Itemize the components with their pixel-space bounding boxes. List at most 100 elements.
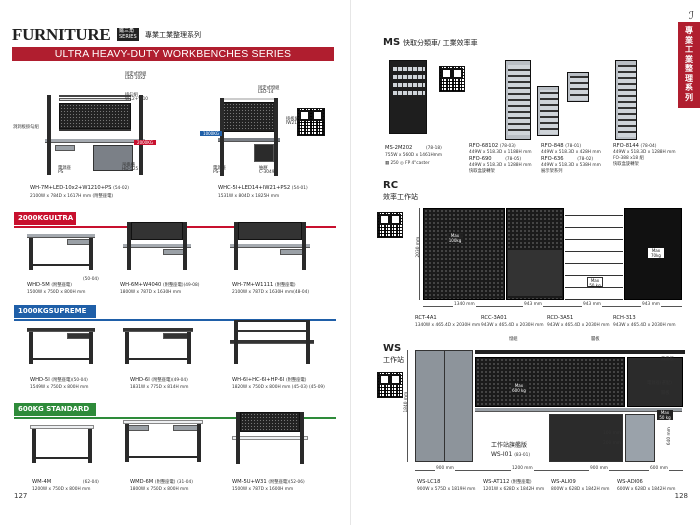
qr-code-ms (439, 66, 465, 92)
ws-height-line (407, 350, 408, 462)
rfo-8144-spec: 449W x 518.3D x 1288H mm (613, 150, 676, 155)
ws-load-1: Max 600 kg (511, 383, 527, 393)
wh-6m-model: WH-6M+W4040 (附整座電)(49-08) (120, 282, 200, 288)
callout-ps2: 電源座 PS-2 (213, 166, 226, 176)
ws-at112-spec: 1201W x 628D x 1842H mm (483, 487, 545, 492)
ws-width-line (415, 470, 683, 471)
section-1000kg-badge: 1000KGSUPREME (14, 305, 336, 321)
rfo-8144-model: RFO-8144 (78-04) (613, 143, 657, 149)
rc-title: RC (383, 180, 399, 191)
qr-code-rc (377, 212, 403, 238)
rfo-690-model: RFO-690 (78-05) (469, 156, 522, 162)
callout-led: 固定式燈組 LED 10x2 (125, 72, 147, 82)
ws-ali09-spec: 800W x 628D x 1842H mm (551, 487, 610, 492)
rc-width-line (423, 306, 682, 307)
ws-flag-model: WS-I01 (83-01) (491, 451, 531, 458)
rfo-68102-rack (505, 60, 531, 140)
rfo-636-spec: 449W x 518.3D x 538H mm (541, 163, 601, 168)
wh-7m-model: WH-7M+W1111 (附整座電) (232, 282, 296, 288)
wh-6i-spec: 1820W x 750D x 800H mm (45-03) (45-09) (232, 385, 325, 390)
ws-label-shelf: 層板 (661, 391, 670, 396)
wm-4m-model: WM-4M (62-04) (32, 479, 99, 485)
rcd-3a51-model: RCD-3A51 (547, 315, 574, 321)
rc-width-4: 943 mm (641, 302, 661, 308)
hero2-model: WHC-5I+LED14+IW21+PS2 (54-01) (218, 185, 308, 191)
rfo-690-note: 快取盒旋轉架 (469, 169, 495, 174)
section-600kg-badge: 600KG STANDARD (14, 403, 336, 419)
rfo-68102-model: RFO-68102 (78-03) (469, 143, 516, 149)
callout-ps: 電源座 PS (58, 166, 71, 176)
ws-top-rail (475, 350, 685, 354)
rcd-3a51-spec: 943W x 465.4D x 2030H mm (547, 323, 610, 328)
ws-load-2: Max 50 kg (657, 410, 673, 420)
wmd-6m-spec: 1800W x 750D x 800H mm (130, 487, 189, 492)
bench-whd-6i (123, 328, 193, 368)
rc-load-2: Max 50 kg (587, 277, 603, 288)
rfo-8144-rack (615, 60, 637, 140)
series-cn: 專業工業整理系列 (145, 31, 201, 39)
page-number-left: 127 (14, 492, 28, 500)
whd-5m-code: (50-04) (83, 277, 99, 282)
ws-lc18-spec: 900W x 575D x 1819H mm (417, 487, 476, 492)
rcc-3a01-model: RCC-3A01 (481, 315, 507, 321)
callout-drawer: 抽屜 C-3049 (259, 166, 275, 176)
rct-4a1-model: RCT-4A1 (415, 315, 437, 321)
bench-wh-6m (123, 222, 191, 274)
rc-width-2: 943 mm (523, 302, 543, 308)
ws-mid-dim: 100 mm (603, 431, 621, 436)
ms-2m202-model: MS-2M202 (78-18) (385, 145, 442, 151)
rfo-636-rack (567, 72, 589, 102)
ws-label-panel: 層板 (591, 337, 600, 342)
ws-mid-dim2: 200 mm (603, 441, 621, 446)
whd-5i-model: WHD-5I (附整座電)(50-04) (30, 377, 88, 383)
page-number-right: 128 (674, 492, 688, 500)
rfo-636-note: 展示架系列 (541, 169, 563, 174)
ws-height: 1840 mm (404, 391, 410, 413)
hero1-model: WH-7M+LED-10x2+W1210+PS (54-02) (30, 185, 129, 191)
whd-5m-model: WHD-5M (附整座電) (27, 282, 72, 288)
bench-wh-6i (230, 320, 314, 368)
rfo-690-spec: 449W x 518.3D x 1288H mm (469, 163, 532, 168)
ws-adi06-spec: 600W x 628D x 1842H mm (617, 487, 676, 492)
load-badge-2000: 2000KG (134, 140, 156, 145)
rfo-848-spec: 449W x 518.3D x 428H mm (541, 150, 601, 155)
ws-height2: 640 mm (666, 427, 672, 446)
callout-iw: 掛板組 IW21 (286, 117, 299, 127)
ms-title: MS (383, 37, 401, 48)
ws-ali09-model: WS-ALI09 (551, 479, 576, 485)
ws-flag-title: 工作站旗艦版 (491, 442, 528, 449)
rc-cabinet (508, 250, 562, 296)
rc-subtitle: 效率工作站 (383, 193, 418, 201)
hero-bench-1 (45, 95, 145, 185)
whd-5i-spec: 1549W x 750D x 800H mm (30, 385, 89, 390)
ms-subtitle: 快取分類車/ 工業效率車 (403, 39, 478, 47)
ms-2m202-cart (389, 60, 427, 134)
rc-load-3: Max 70kg (648, 248, 664, 258)
rfo-848-rack (537, 86, 559, 136)
qr-code (297, 108, 325, 136)
rc-panel-1 (423, 208, 505, 300)
qr-code-ws (377, 372, 403, 398)
rct-4a1-spec: 1340W x 465.4D x 2030H mm (415, 323, 481, 328)
ws-label-hang: 背掛板 (661, 357, 674, 362)
ws-at112-model: WS-AT112 (附整座電) (483, 479, 532, 485)
left-page: FURNITURE 鐵三角SERIES 專業工業整理系列 ULTRA HEAVY… (12, 26, 336, 500)
banner: ULTRA HEAVY-DUTY WORKBENCHES SERIES (12, 47, 334, 61)
rc-width-3: 943 mm (582, 302, 602, 308)
ws-pegboard (475, 357, 625, 407)
wmd-6m-model: WMD-6M (附整座電) (31-04) (130, 479, 193, 485)
rfo-8144-spec2: FO-388 x18 組 (613, 156, 644, 161)
whd-6i-spec: 1831W x 775D x 814H mm (130, 385, 189, 390)
rc-height-line (419, 208, 420, 300)
hero-bench-2 (218, 98, 280, 184)
bench-whd-5i (27, 328, 95, 368)
rfo-8144-note: 快取盒旋轉架 (613, 162, 639, 167)
side-tab: 專業工業整理系列 (678, 22, 700, 108)
rfo-636-model: RFO-636 (78-02) (541, 156, 594, 162)
callout-led2: 固定式燈組 LED-14 (258, 86, 280, 96)
wh-6m-spec: 1800W x 787D x 1630H mm (120, 290, 182, 295)
whd-5m-spec: 1500W x 750D x 800H mm (27, 290, 86, 295)
section-2000kg-badge: 2000KGULTRA (14, 212, 336, 228)
bench-wh-7m (230, 222, 310, 274)
rch-313-model: RCH-313 (613, 315, 636, 321)
